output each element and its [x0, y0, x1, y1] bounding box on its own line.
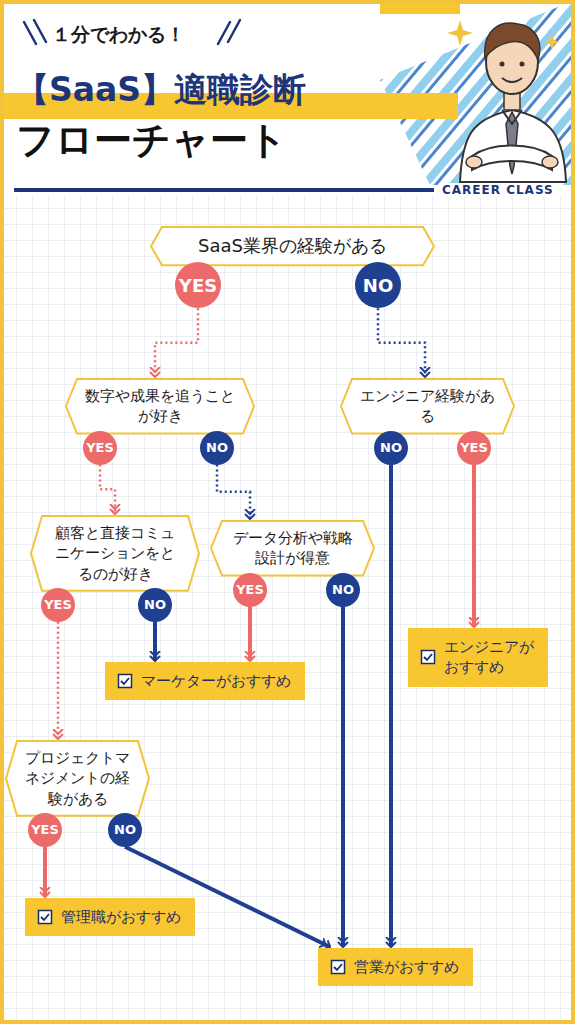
result-text: 管理職がおすすめ	[61, 908, 181, 926]
answer-circle: NO	[355, 262, 401, 308]
check-icon	[330, 959, 346, 975]
answer-label: YES	[236, 582, 264, 597]
flow-arrow	[217, 465, 250, 520]
grid-ground	[0, 196, 575, 1024]
result-text: マーケターがおすすめ	[141, 672, 291, 690]
answer-label: YES	[460, 440, 488, 455]
answer-circle: YES	[175, 262, 221, 308]
decision-box: SaaS業界の経験がある	[150, 226, 435, 266]
flow-arrow	[155, 308, 198, 377]
answer-circle: YES	[233, 573, 267, 607]
decision-box: 数字や成果を追うことが好き	[65, 378, 255, 435]
answer-label: NO	[144, 597, 166, 612]
flow-arrow	[57, 622, 60, 739]
answer-label: NO	[380, 440, 402, 455]
brand-label: CAREER CLASS	[442, 183, 554, 197]
answer-label: NO	[363, 275, 393, 296]
check-icon	[37, 909, 53, 925]
answer-circle: NO	[374, 431, 408, 465]
result-box: エンジニアがおすすめ	[408, 628, 548, 687]
header-rule	[14, 188, 434, 192]
question-text: SaaS業界の経験がある	[198, 235, 387, 256]
stripe-band	[380, 0, 575, 185]
answer-circle: NO	[138, 588, 172, 622]
decision-outline	[210, 520, 375, 577]
result-text: エンジニアがおすすめ	[444, 638, 534, 676]
answer-label: NO	[114, 822, 136, 837]
decision-outline	[65, 378, 255, 435]
answer-label: NO	[206, 440, 228, 455]
tagline: １分でわかる！	[52, 22, 185, 48]
result-box: 管理職がおすすめ	[25, 898, 195, 936]
decision-box: エンジニア経験がある	[340, 378, 515, 435]
result-box: マーケターがおすすめ	[105, 662, 305, 700]
flow-arrow	[100, 465, 115, 515]
answer-circle: NO	[108, 813, 142, 847]
title: 【SaaS】適職診断 フローチャート	[16, 62, 361, 167]
decision-box: プロジェクトマネジメントの経験がある	[5, 740, 150, 817]
check-icon	[117, 673, 133, 689]
person-illustration	[460, 23, 566, 182]
answer-label: YES	[31, 822, 59, 837]
answer-label: NO	[332, 582, 354, 597]
decision-box: 顧客と直接コミュニケーションをとるのが好き	[30, 515, 200, 592]
decision-box: データ分析や戦略設計が得意	[210, 520, 375, 577]
flow-arrow	[153, 622, 157, 661]
flow-arrow	[43, 847, 47, 897]
flow-arrow	[341, 607, 345, 948]
flow-arrow	[389, 465, 393, 948]
check-icon	[420, 649, 436, 665]
flow-arrow	[248, 607, 252, 662]
answer-circle: YES	[28, 813, 62, 847]
result-text: 営業がおすすめ	[354, 958, 459, 976]
flow-arrow	[472, 465, 476, 628]
answer-label: YES	[86, 440, 114, 455]
answer-circle: YES	[41, 588, 75, 622]
answer-label: YES	[44, 597, 72, 612]
result-box: 営業がおすすめ	[318, 948, 473, 986]
answer-circle: YES	[83, 431, 117, 465]
answer-label: YES	[179, 275, 217, 296]
decision-outline	[340, 378, 515, 435]
flow-arrow	[378, 308, 425, 377]
answer-circle: YES	[457, 431, 491, 465]
answer-circle: NO	[326, 573, 360, 607]
answer-circle: NO	[200, 431, 234, 465]
